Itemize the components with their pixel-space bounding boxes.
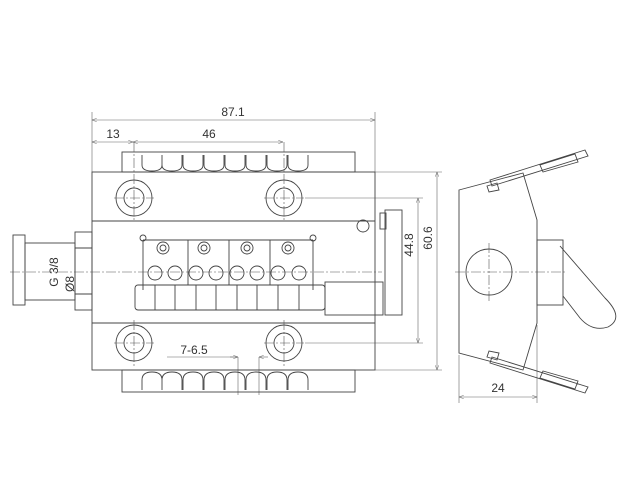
dim-hole-offset: 13 [106, 127, 120, 141]
dim-pitch: 7-6.5 [180, 343, 208, 357]
screws [147, 241, 307, 281]
mounting-holes [114, 142, 304, 368]
dimension-lines [91, 112, 538, 403]
dim-hole-spacing: 46 [202, 127, 216, 141]
side-view [455, 149, 617, 394]
front-view [10, 142, 403, 393]
dim-overall-length: 87.1 [221, 105, 245, 119]
port-diameter-label: Ø8 [63, 276, 77, 292]
dim-outer-height: 60.6 [421, 226, 435, 250]
dim-inner-height: 44.8 [402, 233, 416, 257]
dim-side-width: 24 [491, 381, 505, 395]
